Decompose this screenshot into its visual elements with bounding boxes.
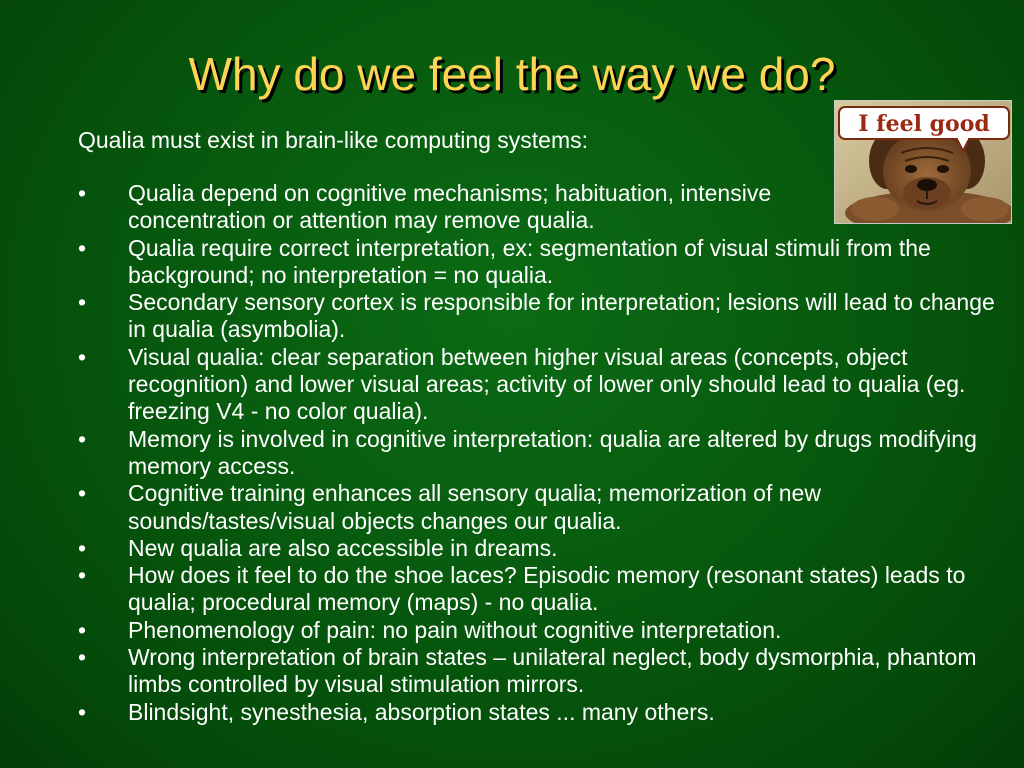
intro-text: Qualia must exist in brain-like computin… [78, 127, 589, 153]
list-item: • Qualia depend on cognitive mechanisms; … [78, 180, 998, 235]
bullet-text: Qualia require correct interpretation, e… [128, 234, 931, 288]
list-item: • Qualia require correct interpretation, … [78, 235, 998, 290]
dog-picture-icon: I feel good [834, 100, 1012, 224]
bullet-icon: • [78, 289, 87, 316]
bullet-icon: • [78, 562, 87, 589]
bullet-text: How does it feel to do the shoe laces? E… [128, 562, 966, 616]
bullet-text: Phenomenology of pain: no pain without c… [128, 616, 782, 643]
slide-title: Why do we feel the way we do? [188, 48, 836, 100]
bullet-text: Memory is involved in cognitive interpre… [128, 425, 977, 479]
list-item: • Wrong interpretation of brain states – … [78, 644, 998, 699]
bullet-icon: • [78, 534, 87, 561]
list-item: • Visual qualia: clear separation between… [78, 344, 998, 426]
bullet-list: • Qualia depend on cognitive mechanisms; … [78, 180, 998, 726]
bullet-text: New qualia are also accessible in dreams… [128, 534, 558, 561]
list-item: • Phenomenology of pain: no pain without … [78, 617, 998, 644]
bullet-icon: • [78, 480, 87, 507]
bullet-text: Secondary sensory cortex is responsible … [128, 289, 995, 343]
bullet-text: Qualia depend on cognitive mechanisms; h… [128, 180, 772, 234]
bullet-text: Visual qualia: clear separation between … [128, 343, 966, 425]
bullet-text: Wrong interpretation of brain states – u… [128, 644, 977, 698]
picture-caption: I feel good [858, 111, 990, 137]
bullet-icon: • [78, 616, 87, 643]
bullet-icon: • [78, 180, 87, 206]
bullet-text: Cognitive training enhances all sensory … [128, 480, 821, 534]
bullet-icon: • [78, 425, 87, 452]
bullet-icon: • [78, 234, 87, 261]
bullet-text: Blindsight, synesthesia, absorption stat… [128, 698, 715, 725]
bullet-icon: • [78, 343, 87, 370]
list-item: • How does it feel to do the shoe laces? … [78, 562, 998, 617]
bullet-icon: • [78, 644, 87, 671]
list-item: • Memory is involved in cognitive interpr… [78, 426, 998, 481]
list-item: • Secondary sensory cortex is responsible… [78, 289, 998, 344]
list-item: • Blindsight, synesthesia, absorption sta… [78, 699, 998, 726]
list-item: • Cognitive training enhances all sensory… [78, 480, 998, 535]
bullet-icon: • [78, 698, 87, 725]
list-item: • New qualia are also accessible in dream… [78, 535, 998, 562]
